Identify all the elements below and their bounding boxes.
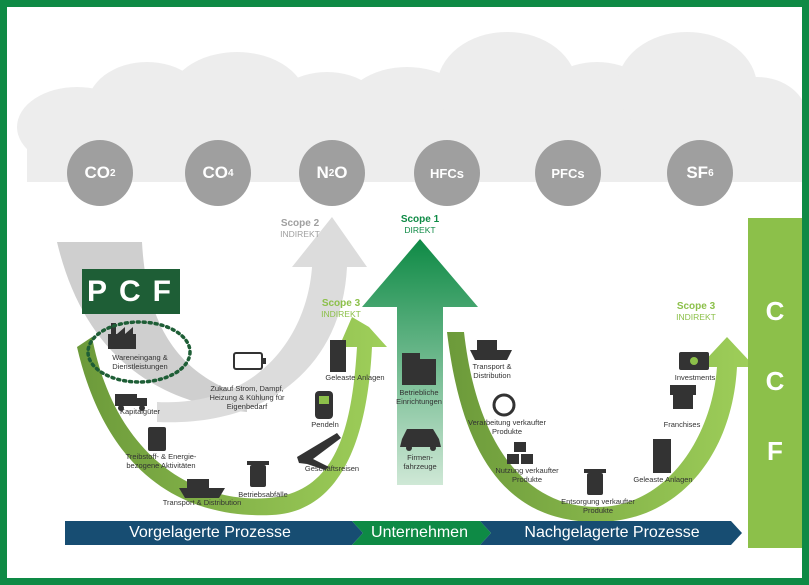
label-geleaste-up: Geleaste Anlagen [325, 373, 385, 382]
bar-company-label: Unternehmen [371, 524, 468, 541]
label-kapitalgueter: Kapitalgüter [119, 407, 161, 416]
plane-icon [297, 433, 341, 470]
pcf-dotted-circle [86, 320, 192, 384]
train-icon [315, 391, 333, 419]
battery-icon [233, 352, 266, 370]
label-betriebsabfaelle: Betriebsabfälle [238, 490, 288, 499]
ccf-letter-c2: C [765, 366, 785, 396]
label-zukauf: Zukauf Strom, Dampf, Heizung & Kühlung f… [209, 384, 285, 411]
scope3-upstream-arrow [77, 317, 387, 516]
label-geschaeftsreisen: Geschäftsreisen [304, 464, 360, 473]
ccf-panel: C C F [748, 218, 802, 548]
label-firmen: Firmen-fahrzeuge [403, 453, 437, 471]
ccf-letter-c1: C [765, 296, 785, 326]
label-franchises: Franchises [663, 420, 701, 429]
store-icon [670, 385, 696, 409]
ccf-letter-f: F [767, 436, 783, 466]
label-treibstoff: Treibstoff- & Energie-bezogene Aktivität… [125, 452, 197, 470]
label-transport-up: Transport & Distribution [162, 498, 242, 507]
gas-hfcs-circle: HFCs [414, 140, 480, 206]
bar-downstream-bg [480, 521, 742, 545]
bar-upstream-bg [65, 521, 363, 545]
office-building-icon [402, 353, 436, 385]
bar-downstream-label: Nachgelagerte Prozesse [524, 524, 700, 541]
label-betriebliche: Betriebliche Einrichtungen [396, 388, 442, 406]
ship-icon-down [470, 340, 512, 360]
trash-icon-down [584, 469, 606, 495]
scope2-arrow [157, 217, 367, 423]
boxes-icon [507, 442, 533, 464]
pcf-badge: PCF [82, 269, 180, 314]
recycle-icon [492, 393, 516, 417]
factory-icon [108, 323, 136, 349]
oil-barrel-icon [148, 427, 166, 451]
money-icon [679, 352, 709, 370]
bar-upstream-label: Vorgelagerte Prozesse [129, 524, 291, 541]
label-pendeln: Pendeln [311, 420, 339, 429]
label-investments: Investments [674, 373, 716, 382]
building-icon [330, 340, 346, 372]
ship-icon [179, 479, 225, 498]
building-icon-down [653, 439, 671, 473]
car-icon [400, 429, 441, 451]
label-entsorgung: Entsorgung verkaufter Produkte [561, 497, 635, 515]
bar-company-bg [352, 521, 491, 545]
scope3-downstream-arrow [447, 332, 755, 522]
label-verarbeitung: Verarbeitung verkaufter Produkte [468, 418, 546, 436]
label-geleaste-down: Geleaste Anlagen [633, 475, 693, 484]
label-transport-down: Transport & Distribution [472, 362, 512, 380]
icons [108, 323, 709, 498]
label-wareneingang: Wareneingang & Dienstleistungen [112, 353, 168, 371]
label-nutzung: Nutzung verkaufter Produkte [495, 466, 559, 484]
gas-pfcs-circle: PFCs [535, 140, 601, 206]
trash-icon [247, 461, 269, 487]
truck-icon [115, 394, 147, 411]
